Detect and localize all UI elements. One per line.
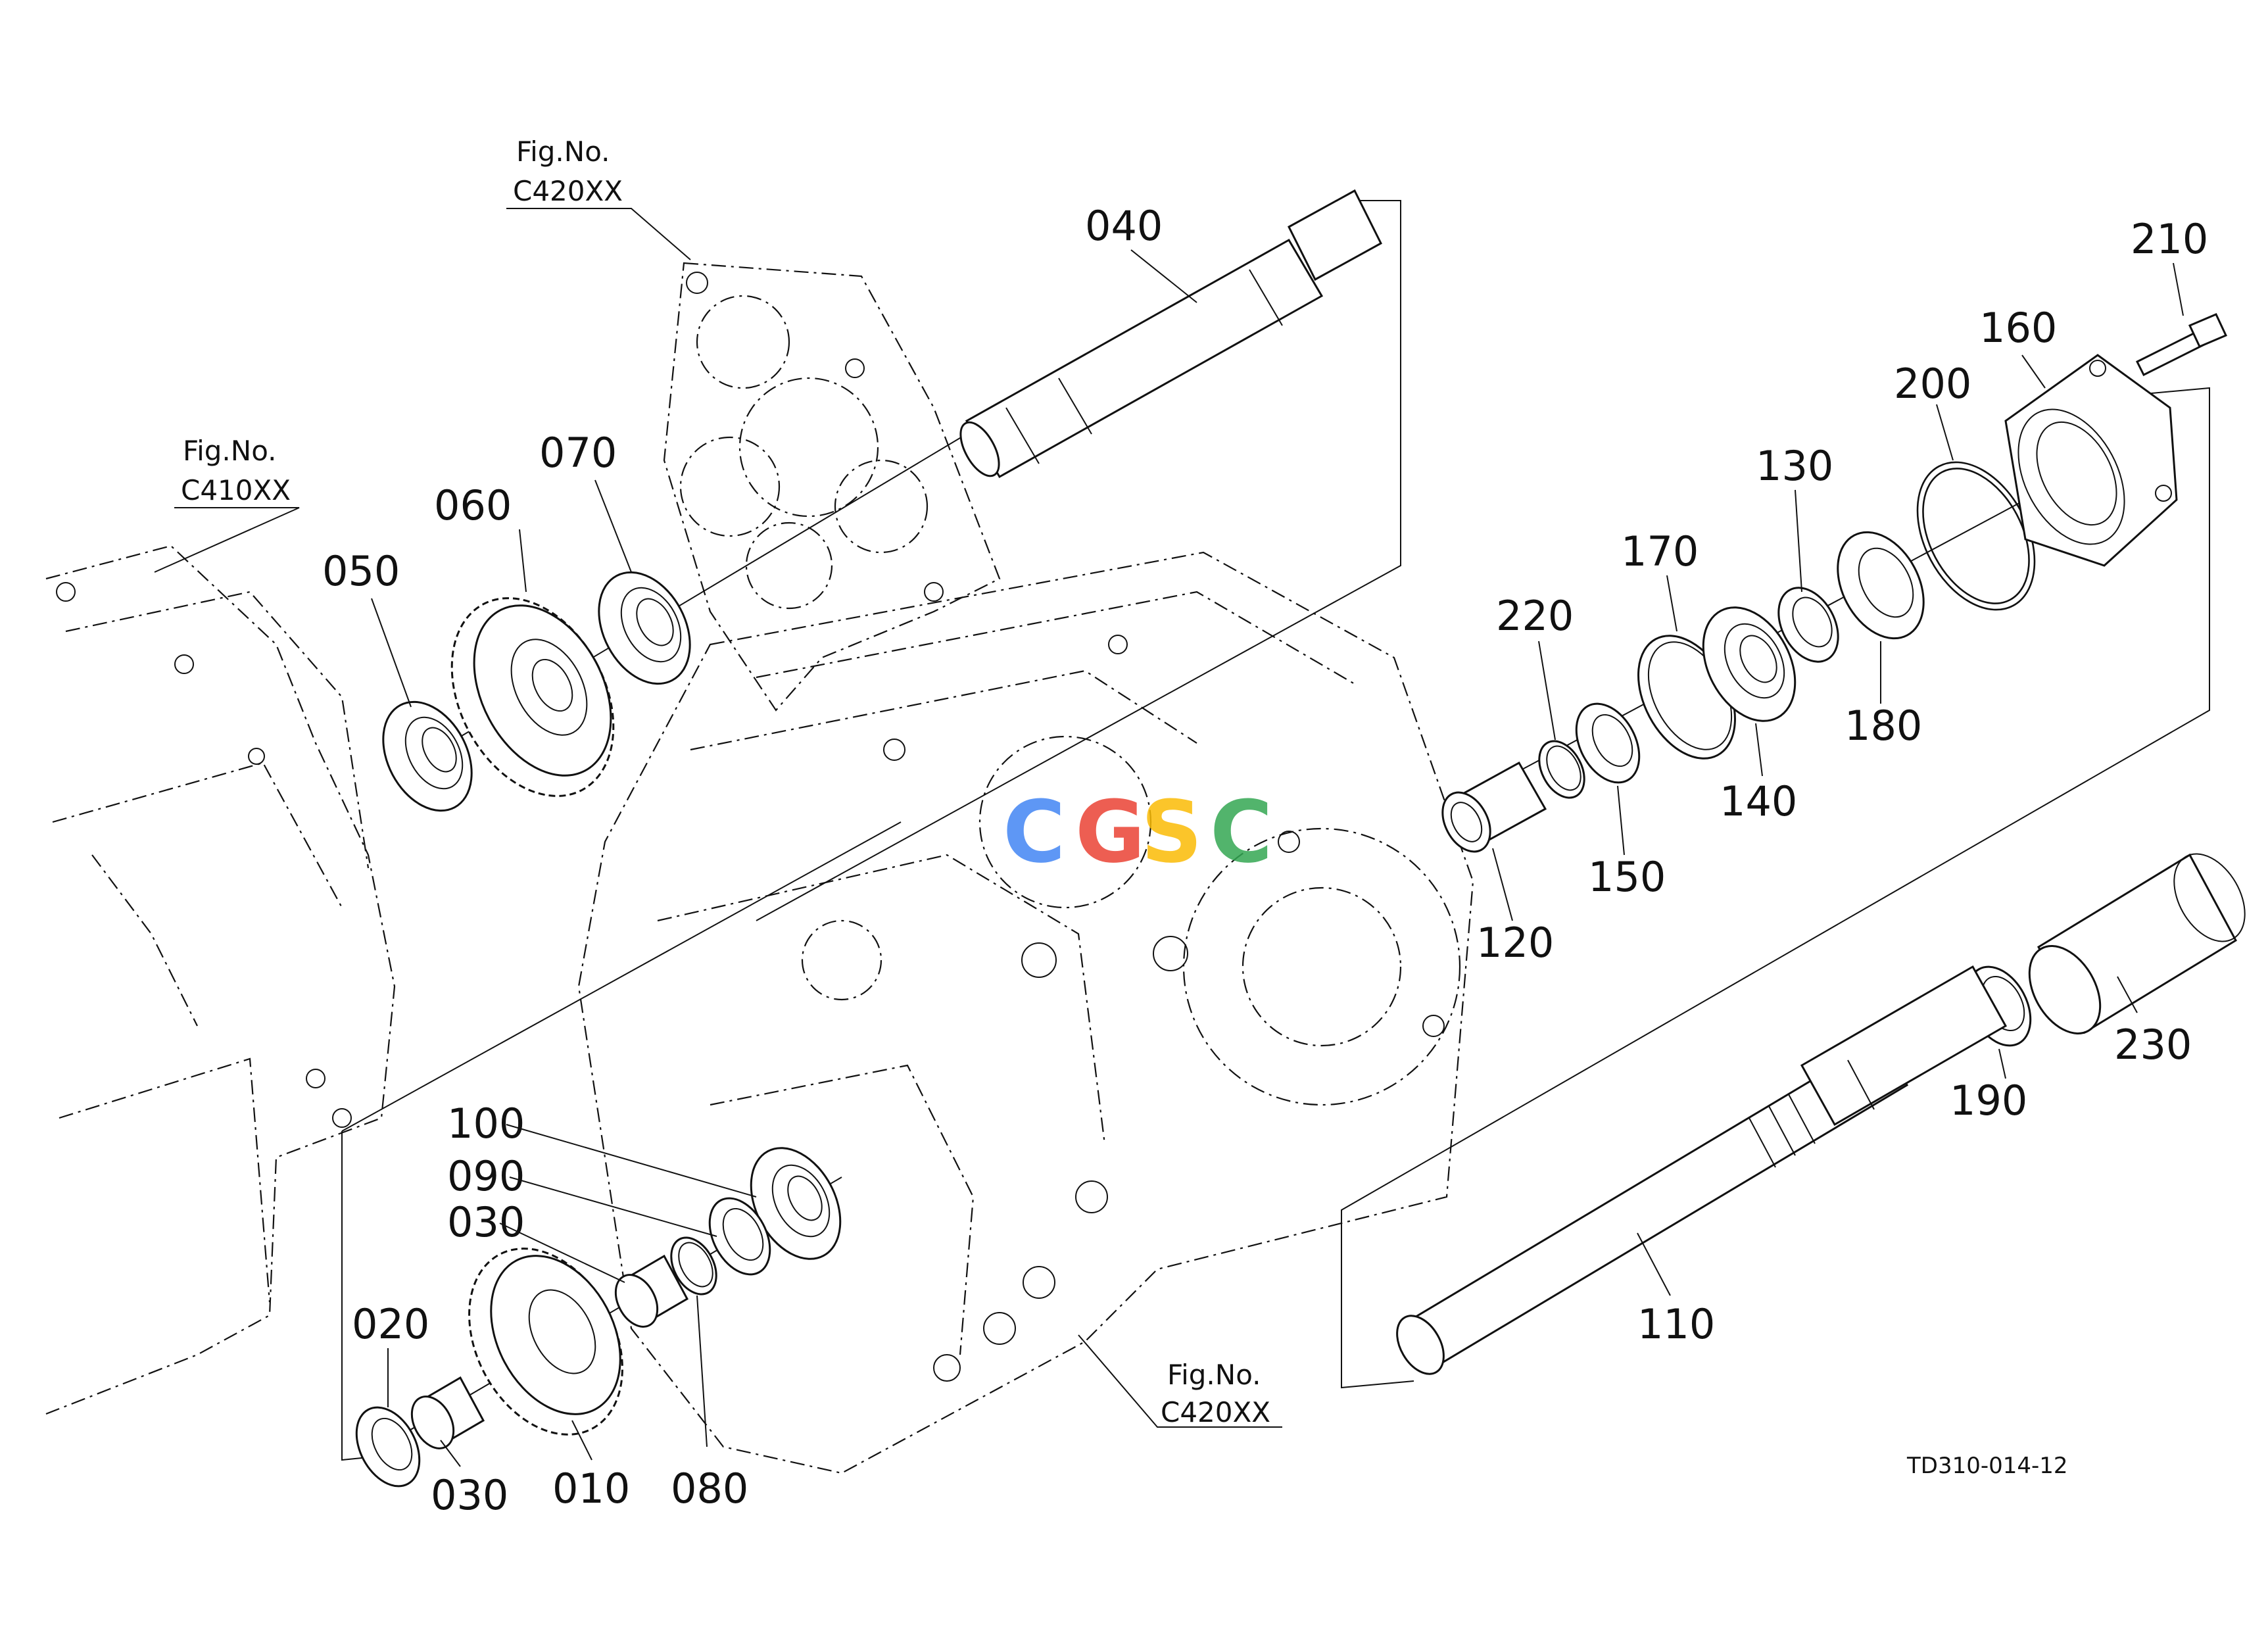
callout-220: 220 (1496, 592, 1574, 640)
callout-180: 180 (1845, 702, 1922, 750)
callout-140: 140 (1720, 777, 1797, 825)
callout-160: 160 (1979, 304, 2057, 352)
drawing-code: TD310-014-12 (1906, 1453, 2068, 1479)
callout-040: 040 (1085, 202, 1163, 250)
leader-lines (154, 208, 2184, 1467)
part-010-gear (468, 1248, 623, 1436)
callout-020: 020 (352, 1300, 429, 1348)
callout-130: 130 (1756, 442, 1833, 490)
part-210-bolt (2135, 313, 2228, 377)
callout-200: 200 (1894, 360, 1971, 408)
callout-010: 010 (552, 1465, 630, 1513)
callout-090: 090 (447, 1152, 525, 1200)
callout-030: 030 (447, 1198, 525, 1246)
part-150-collar (1575, 702, 1641, 784)
part-050-bearing (382, 700, 473, 812)
part-110-pto-shaft (1396, 965, 2008, 1375)
part-060-gear (450, 597, 615, 797)
svg-text:G: G (1075, 782, 1146, 882)
figure-ref-c410: Fig.No. C410XX (181, 435, 291, 506)
callout-080: 080 (671, 1465, 748, 1513)
callout-070: 070 (539, 429, 617, 477)
part-030-needle-bearing (614, 1254, 689, 1328)
callout-060: 060 (434, 481, 512, 529)
svg-text:S: S (1141, 782, 1203, 882)
main-transmission-case (577, 551, 1474, 1474)
figure-ref-c420-bottom: Fig.No. C420XX (1161, 1359, 1270, 1428)
fig-ref-code: C420XX (1161, 1396, 1270, 1428)
svg-text:C: C (1003, 782, 1065, 882)
part-number-callouts: 040 070 060 050 210 160 200 130 170 220 … (322, 202, 2208, 1519)
cgsc-watermark: C G S C (1003, 782, 1272, 882)
front-plate-c420 (663, 262, 1001, 712)
callout-100: 100 (447, 1100, 525, 1148)
part-120-needle-bearing (1441, 761, 1547, 853)
callout-190: 190 (1950, 1077, 2027, 1125)
part-220-snap-ring (1538, 740, 1585, 799)
part-040-shaft (959, 189, 1382, 479)
svg-text:C: C (1210, 782, 1272, 882)
callout-210: 210 (2131, 215, 2208, 263)
part-090-washer (708, 1197, 771, 1276)
callout-170: 170 (1621, 527, 1699, 575)
figure-ref-c420-top: Fig.No. C420XX (513, 135, 623, 207)
fig-ref-label: Fig.No. (183, 435, 277, 467)
fig-ref-label: Fig.No. (516, 135, 610, 168)
part-020-washer (355, 1406, 421, 1488)
fig-ref-label: Fig.No. (1167, 1359, 1261, 1391)
part-160-bearing-housing (2004, 354, 2178, 567)
callout-150: 150 (1588, 853, 1666, 901)
part-140-bearing (1702, 606, 1797, 722)
part-080-snap-ring (670, 1236, 717, 1296)
fig-ref-code: C420XX (513, 175, 623, 207)
callout-230: 230 (2114, 1021, 2192, 1069)
part-230-sleeve (2028, 853, 2246, 1034)
callout-110: 110 (1637, 1300, 1715, 1348)
callout-030-lower: 030 (431, 1471, 508, 1519)
left-housing-c410 (45, 545, 396, 1415)
part-070-bearing (598, 571, 691, 685)
callout-050: 050 (322, 547, 400, 595)
part-180-bearing (1837, 531, 1925, 640)
callout-120: 120 (1476, 919, 1554, 967)
part-030-needle-bearing-lower (410, 1376, 485, 1449)
part-130-collar (1777, 587, 1839, 663)
fig-ref-code: C410XX (181, 474, 291, 506)
